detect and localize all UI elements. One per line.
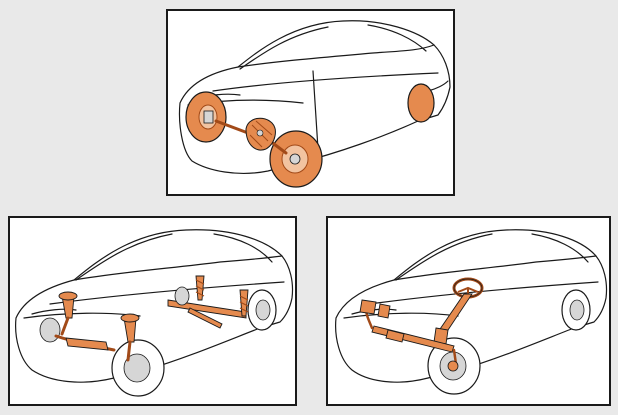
rear-left-hub <box>174 286 190 306</box>
rear-right-wheel <box>407 83 435 123</box>
drivetrain-illustration <box>178 20 451 188</box>
front-left-hub <box>39 317 61 343</box>
front-left-hub <box>203 110 214 124</box>
rear-window <box>367 24 427 52</box>
windshield <box>395 233 493 281</box>
steering-illustration <box>335 229 608 395</box>
steering-panel <box>326 216 611 406</box>
front-right-hub <box>447 360 459 372</box>
rear-wheel <box>561 289 591 331</box>
car-body-outline <box>178 20 451 174</box>
roof-line <box>237 44 435 68</box>
windshield <box>239 26 329 70</box>
rear-springs <box>195 279 249 313</box>
transmission-unit <box>245 117 276 151</box>
front-wheel <box>111 339 165 397</box>
steering-column <box>433 293 473 345</box>
rear-wheel <box>247 289 277 331</box>
beltline <box>212 72 439 92</box>
front-struts <box>58 291 140 343</box>
suspension-illustration <box>15 229 294 397</box>
door-line <box>312 70 319 150</box>
hood-edge <box>343 312 459 319</box>
beltline <box>369 281 599 305</box>
roof-line <box>393 255 597 281</box>
rear-window <box>213 233 273 263</box>
front-right-wheel <box>269 130 323 188</box>
drivetrain-panel <box>166 9 455 196</box>
windshield <box>75 233 173 281</box>
steering-rack <box>371 325 455 353</box>
trunk-line <box>427 80 449 92</box>
front-left-knuckle <box>359 299 391 319</box>
car-body-outline <box>335 229 608 383</box>
rear-window <box>531 233 589 263</box>
car-body-outline <box>15 229 294 383</box>
suspension-panel <box>8 216 297 406</box>
roof-line <box>73 255 283 281</box>
beltline <box>49 281 285 305</box>
front-subframe <box>65 337 109 351</box>
